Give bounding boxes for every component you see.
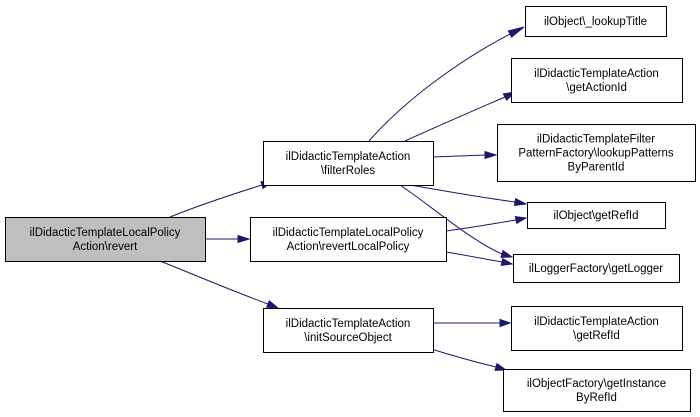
node-label-line: \getActionId bbox=[566, 82, 627, 94]
edge-revert-to-initSourceObject bbox=[159, 260, 280, 309]
edge-line bbox=[159, 260, 269, 305]
edge-line bbox=[368, 33, 511, 142]
arrowhead-icon bbox=[494, 362, 508, 371]
node-box bbox=[513, 254, 680, 283]
node-label-line: ByParentId bbox=[568, 162, 625, 174]
edge-line bbox=[404, 96, 506, 142]
node-label-line: \filterRoles bbox=[321, 165, 376, 177]
node-box bbox=[497, 124, 696, 182]
node-lookupPatterns[interactable]: ilDidacticTemplateFilterPatternFactory\l… bbox=[497, 124, 696, 182]
node-label-line: ByRefId bbox=[576, 392, 617, 404]
node-actionGetRefId[interactable]: ilDidacticTemplateAction \getRefId bbox=[511, 306, 683, 351]
node-label-line: ilObject\getRefId bbox=[553, 210, 638, 222]
edges-layer bbox=[159, 26, 528, 371]
node-initSourceObject[interactable]: ilDidacticTemplateAction \initSourceObjec… bbox=[263, 308, 434, 353]
edge-filterRoles-to-getRefId bbox=[409, 184, 528, 206]
node-label-line: PatternFactory\lookupPatterns bbox=[518, 148, 674, 160]
node-filterRoles[interactable]: ilDidacticTemplateAction \filterRoles bbox=[263, 141, 434, 186]
edge-filterRoles-to-lookupTitle bbox=[368, 26, 525, 142]
node-label-line: ilDidacticTemplateLocalPolicy bbox=[273, 227, 424, 239]
arrowhead-icon bbox=[507, 26, 525, 38]
node-box bbox=[5, 217, 206, 262]
node-label-line: \getRefId bbox=[573, 330, 620, 342]
node-label-line: ilDidacticTemplateAction bbox=[534, 316, 659, 328]
node-getRefId[interactable]: ilObject\getRefId bbox=[527, 202, 666, 229]
edge-line bbox=[409, 184, 516, 203]
edge-line bbox=[445, 251, 503, 263]
node-lookupTitle[interactable]: ilObject\_lookupTitle bbox=[525, 6, 667, 37]
node-box bbox=[511, 58, 683, 103]
node-label-line: Action\revertLocalPolicy bbox=[287, 241, 410, 253]
edge-line bbox=[432, 154, 486, 158]
node-box bbox=[263, 141, 434, 186]
arrowhead-icon bbox=[265, 299, 280, 309]
node-label-line: ilDidacticTemplateAction bbox=[286, 318, 411, 330]
node-label-line: ilDidacticTemplateAction bbox=[286, 151, 411, 163]
node-label-line: ilLoggerFactory\getLogger bbox=[529, 263, 663, 275]
arrowhead-icon bbox=[484, 150, 498, 160]
arrowhead-icon bbox=[500, 257, 514, 266]
arrowhead-icon bbox=[514, 216, 528, 225]
node-revertLocalPolicy[interactable]: ilDidacticTemplateLocalPolicyAction\reve… bbox=[250, 217, 447, 262]
edge-initSourceObject-to-getInstance bbox=[424, 346, 508, 371]
node-box bbox=[525, 6, 667, 37]
edge-revertLocalPolicy-to-getLogger bbox=[445, 251, 514, 266]
node-box bbox=[263, 308, 434, 353]
edge-line bbox=[169, 184, 263, 218]
node-getActionId[interactable]: ilDidacticTemplateAction \getActionId bbox=[511, 58, 683, 103]
node-revert[interactable]: ilDidacticTemplateLocalPolicyAction\reve… bbox=[5, 217, 206, 262]
node-box bbox=[503, 369, 691, 412]
arrowhead-icon bbox=[500, 249, 514, 258]
edge-revertLocalPolicy-to-getRefId bbox=[445, 216, 528, 232]
edge-line bbox=[445, 219, 517, 232]
node-getLogger[interactable]: ilLoggerFactory\getLogger bbox=[513, 254, 680, 283]
node-label-line: Action\revert bbox=[73, 241, 138, 253]
edge-line bbox=[399, 184, 503, 255]
edge-filterRoles-to-lookupPatterns bbox=[432, 150, 498, 160]
node-label-line: ilObject\_lookupTitle bbox=[544, 16, 647, 28]
node-label-line: ilObjectFactory\getInstance bbox=[527, 378, 666, 390]
nodes-layer: ilDidacticTemplateLocalPolicyAction\reve… bbox=[5, 6, 696, 412]
edge-filterRoles-to-getLogger bbox=[399, 184, 514, 258]
arrowhead-icon bbox=[513, 197, 528, 206]
node-box bbox=[527, 202, 666, 229]
arrowhead-icon bbox=[499, 318, 512, 328]
node-box bbox=[511, 306, 683, 351]
edge-initSourceObject-to-actionGetRefId bbox=[433, 318, 512, 328]
edge-revert-to-filterRoles bbox=[169, 181, 274, 218]
edge-line bbox=[424, 346, 497, 368]
node-label-line: ilDidacticTemplateLocalPolicy bbox=[30, 227, 181, 239]
arrowhead-icon bbox=[237, 234, 251, 244]
edge-revert-to-revertLocalPolicy bbox=[205, 234, 251, 244]
node-label-line: ilDidacticTemplateAction bbox=[534, 68, 659, 80]
node-label-line: \initSourceObject bbox=[304, 332, 392, 344]
node-label-line: ilDidacticTemplateFilter bbox=[537, 134, 655, 146]
node-box bbox=[250, 217, 447, 262]
